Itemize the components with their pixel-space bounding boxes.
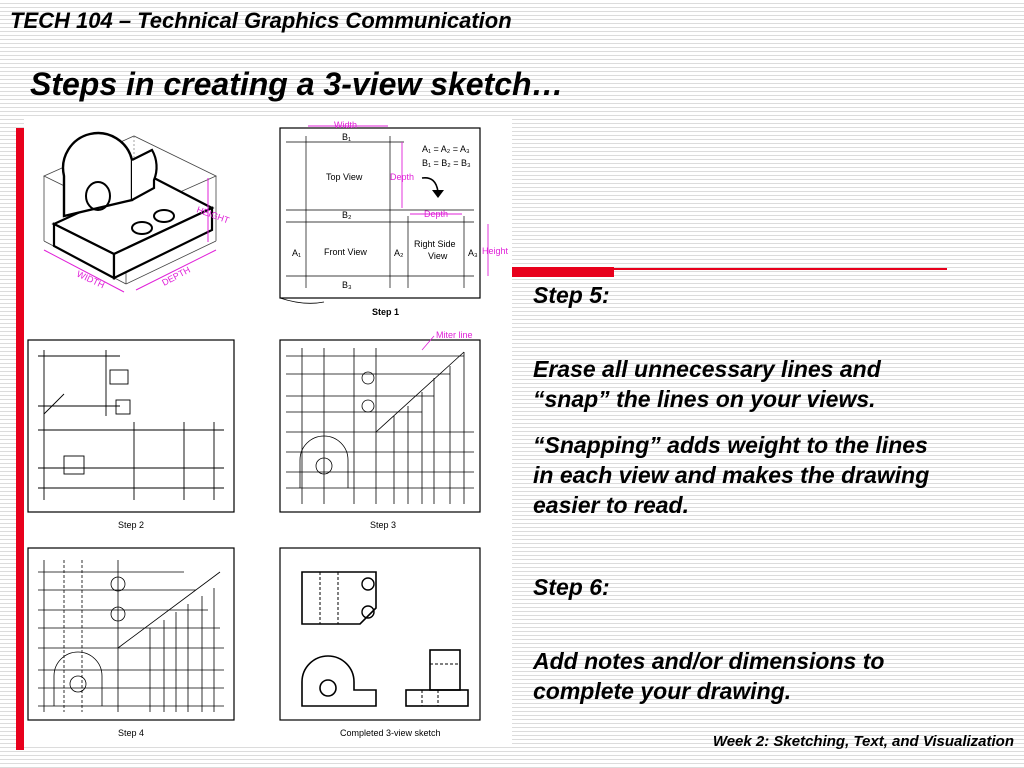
right-side-view-label-2: View xyxy=(428,251,448,261)
slide-title: Steps in creating a 3-view sketch… xyxy=(30,66,564,102)
step5-line-1: Erase all unnecessary lines and xyxy=(533,356,881,382)
step5-line-2: “snap” the lines on your views. xyxy=(533,386,876,412)
depth-label: DEPTH xyxy=(160,265,192,288)
b3-label: B₃ xyxy=(342,280,352,290)
sketch-steps-illustration: HEIGHT WIDTH DEPTH Width Depth Depth Hei… xyxy=(27,120,509,738)
a-equality-label: A₁ = A₂ = A₃ xyxy=(422,144,470,154)
left-accent-bar xyxy=(16,128,24,750)
step6-heading: Step 6: xyxy=(533,574,610,600)
pictorial-dimensions xyxy=(43,178,217,293)
step5-para2-line-2: in each view and makes the drawing xyxy=(533,462,930,488)
step2-sheet: Step 2 xyxy=(27,339,235,530)
step1-sheet: Width Depth Depth Height Top View Front … xyxy=(279,120,509,317)
step4-caption: Step 4 xyxy=(118,728,144,738)
a2-label: A₂ xyxy=(394,248,404,258)
step1-caption: Step 1 xyxy=(372,307,399,317)
a1-label: A₁ xyxy=(292,248,301,258)
pictorial-drawing xyxy=(43,131,217,285)
completed-sheet: Completed 3-view sketch xyxy=(279,547,481,738)
step5-para2-line-3: easier to read. xyxy=(533,492,689,518)
b-equality-label: B₁ = B₂ = B₃ xyxy=(422,158,471,168)
step4-sheet: Step 4 xyxy=(27,547,235,738)
b1-label: B₁ xyxy=(342,132,351,142)
step6-line-2: complete your drawing. xyxy=(533,678,792,704)
a3-label: A₃ xyxy=(468,248,478,258)
step1-depth-label-vertical: Depth xyxy=(390,172,414,182)
three-view-sketch-figure: HEIGHT WIDTH DEPTH Width Depth Depth Hei… xyxy=(24,116,512,746)
step1-depth-label-horizontal: Depth xyxy=(424,209,448,219)
right-side-view-label-1: Right Side xyxy=(414,239,456,249)
red-divider-thick xyxy=(512,267,614,277)
step5-heading: Step 5: xyxy=(533,282,610,308)
step-instructions: Step 5: Erase all unnecessary lines and … xyxy=(533,280,1003,706)
footer-week-title: Week 2: Sketching, Text, and Visualizati… xyxy=(712,733,1014,750)
completed-caption: Completed 3-view sketch xyxy=(340,728,441,738)
top-view-label: Top View xyxy=(326,172,363,182)
rotate-arrow-icon xyxy=(421,176,439,193)
step3-caption: Step 3 xyxy=(370,520,396,530)
step5-para2-line-1: “Snapping” adds weight to the lines xyxy=(533,432,928,458)
front-view-label: Front View xyxy=(324,247,367,257)
miter-line-label: Miter line xyxy=(436,330,473,340)
step1-height-label: Height xyxy=(482,246,509,256)
b2-label: B₂ xyxy=(342,210,352,220)
step2-caption: Step 2 xyxy=(118,520,144,530)
course-title: TECH 104 – Technical Graphics Communicat… xyxy=(10,8,512,33)
step3-sheet: Miter line Step 3 xyxy=(279,330,481,530)
step6-line-1: Add notes and/or dimensions to xyxy=(533,648,885,674)
red-divider-thin xyxy=(614,268,947,270)
step1-width-label: Width xyxy=(334,120,357,130)
